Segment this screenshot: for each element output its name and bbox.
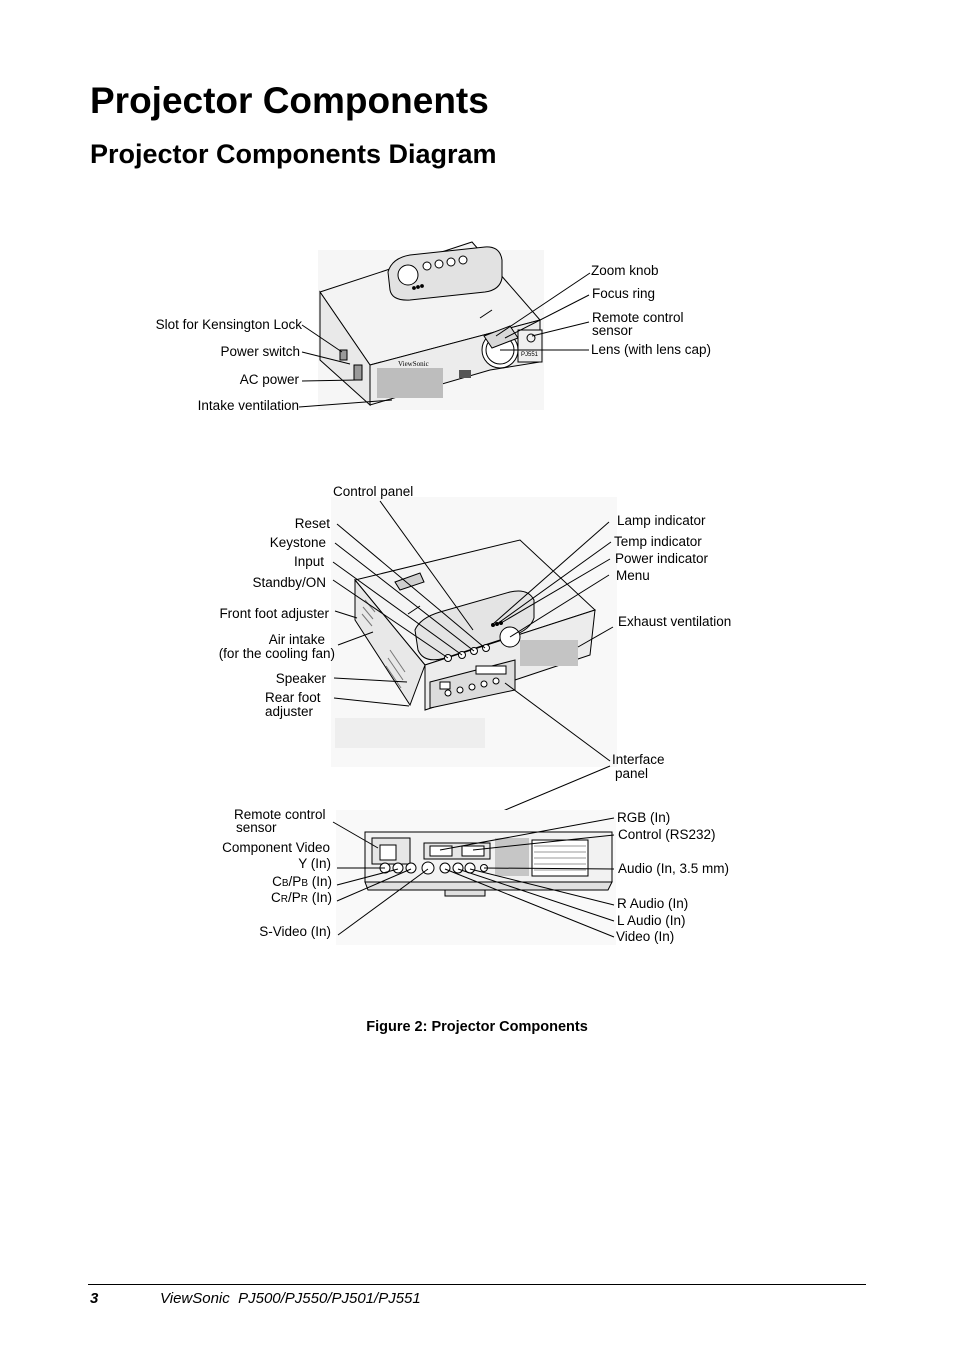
model-badge-text: PJ551 — [521, 352, 539, 358]
label-lens: Lens (with lens cap) — [591, 342, 712, 357]
label-cb-p: /P — [288, 874, 302, 889]
label-rear-foot-adjuster-2: adjuster — [265, 704, 314, 719]
label-air-intake: Air intake — [268, 632, 325, 647]
label-cr-r2: R — [300, 894, 308, 905]
brand-front-text: ViewSonic — [398, 360, 429, 368]
label-cb-in: (In) — [307, 874, 332, 889]
label-l-audio-in: L Audio (In) — [617, 913, 686, 928]
label-temp-indicator: Temp indicator — [614, 534, 702, 549]
label-cr-pr-in: CR/PR (In) — [271, 891, 332, 907]
label-cr-in: (In) — [307, 890, 332, 905]
label-interface-panel: Interface — [612, 752, 665, 767]
label-speaker: Speaker — [275, 671, 326, 686]
label-exhaust-ventilation: Exhaust ventilation — [618, 614, 732, 629]
label-input: Input — [293, 554, 324, 569]
section-heading: Projector Components Diagram — [90, 139, 497, 169]
page-number: 3 — [90, 1290, 99, 1307]
label-standby-on: Standby/ON — [252, 575, 326, 590]
label-kensington-slot: Slot for Kensington Lock — [155, 317, 302, 332]
leaders-bottom — [332, 817, 615, 938]
label-keystone: Keystone — [269, 535, 326, 550]
label-intake-ventilation: Intake ventilation — [197, 398, 299, 413]
footer-rule — [88, 1284, 866, 1285]
label-zoom-knob: Zoom knob — [591, 263, 659, 278]
label-lamp-indicator: Lamp indicator — [617, 513, 706, 528]
figure-caption: Figure 2: Projector Components — [366, 1019, 588, 1035]
label-remote-sensor-rear-2: sensor — [236, 820, 277, 835]
label-air-intake-2: (for the cooling fan) — [218, 646, 335, 661]
interface-panel-view — [336, 810, 616, 945]
leaders-top — [298, 272, 591, 408]
label-y-in: Y (In) — [298, 856, 331, 871]
label-power-switch: Power switch — [220, 344, 300, 359]
label-s-video-in: S-Video (In) — [259, 924, 331, 939]
leaders-middle — [332, 500, 614, 851]
projector-rear-view — [331, 497, 617, 767]
label-cb-pb-in: CB/PB (In) — [272, 875, 332, 891]
label-menu: Menu — [616, 568, 650, 583]
label-rear-foot-adjuster: Rear foot — [265, 690, 321, 705]
page-title: Projector Components — [90, 80, 489, 121]
label-video-in: Video (In) — [616, 929, 675, 944]
label-reset: Reset — [294, 516, 330, 531]
label-remote-sensor-rear: Remote control — [234, 807, 326, 822]
label-cr-r: R — [280, 894, 288, 905]
label-cr-c: C — [271, 890, 281, 905]
label-cb-b2: B — [301, 878, 308, 889]
label-remote-sensor-front-2: sensor — [592, 323, 633, 338]
label-rgb-in: RGB (In) — [617, 810, 671, 825]
label-component-video: Component Video — [222, 840, 330, 855]
footer-title: ViewSonic PJ500/PJ550/PJ501/PJ551 — [160, 1290, 421, 1307]
label-remote-sensor-front: Remote control — [592, 310, 684, 325]
label-interface-panel-2: panel — [615, 766, 649, 781]
label-control-panel: Control panel — [333, 484, 414, 499]
label-cb-c: C — [272, 874, 282, 889]
label-ac-power: AC power — [239, 372, 299, 387]
label-front-foot-adjuster: Front foot adjuster — [219, 606, 329, 621]
label-control-rs232: Control (RS232) — [618, 827, 716, 842]
label-power-indicator: Power indicator — [615, 551, 709, 566]
label-r-audio-in: R Audio (In) — [617, 896, 689, 911]
label-audio-in: Audio (In, 3.5 mm) — [618, 861, 730, 876]
label-cr-p: /P — [287, 890, 301, 905]
label-cb-b: B — [281, 878, 289, 889]
label-focus-ring: Focus ring — [592, 286, 656, 301]
